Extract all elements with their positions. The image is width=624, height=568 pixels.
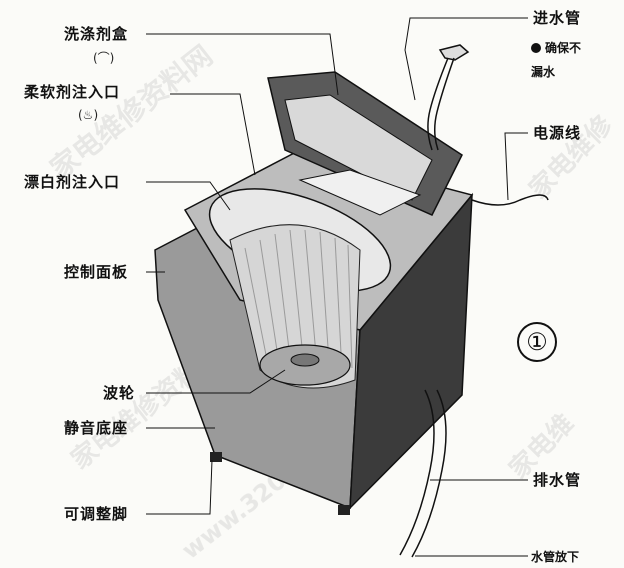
adjustable-feet-label: 可调整脚: [64, 505, 129, 523]
control-panel-label: 控制面板: [64, 263, 129, 281]
power-cord-drawing: [471, 194, 549, 206]
svg-text:家电维修资料网: 家电维修资料网: [44, 39, 219, 186]
leader-lines: [146, 17, 528, 557]
bullet-icon: [531, 43, 541, 53]
detergent-icon: (⌒): [93, 51, 115, 65]
foot-right: [338, 505, 350, 515]
silent-base-label: 静音底座: [64, 419, 129, 437]
detergent-tray: [298, 169, 422, 216]
foot-left: [210, 452, 222, 462]
inlet-note-line1: 确保不: [531, 39, 581, 56]
drain-hose-label: 排水管: [533, 471, 582, 489]
inlet-hose-drawing: [427, 44, 470, 151]
drum-ribs: [244, 229, 353, 378]
detergent-box-label: 洗涤剂盒: [64, 25, 129, 43]
drain-note-label: 水管放下: [531, 550, 580, 564]
inlet-note-line2: 漏水: [531, 65, 556, 79]
softener-icon: (♨): [78, 108, 99, 122]
power-cord-label: 电源线: [533, 124, 582, 142]
pulsator-hub: [290, 353, 320, 367]
drain-hose-drawing: [399, 389, 447, 558]
pulsator-label: 波轮: [103, 384, 136, 402]
inlet-hose-label: 进水管: [533, 9, 582, 27]
figure-number: ①: [517, 322, 557, 362]
lid-window: [284, 94, 433, 201]
softener-inlet-label: 柔软剂注入口: [24, 83, 121, 101]
bleach-inlet-label: 漂白剂注入口: [24, 173, 121, 191]
